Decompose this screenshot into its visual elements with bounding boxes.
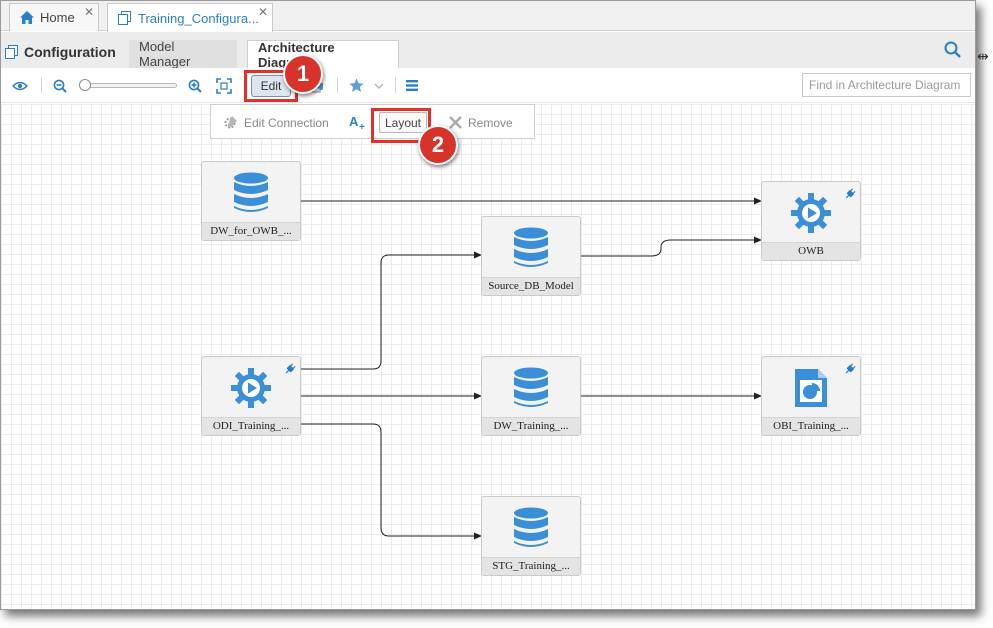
node-label: Source_DB_Model bbox=[482, 277, 580, 295]
resize-cursor-icon: ⇹ bbox=[977, 49, 989, 65]
database-icon bbox=[202, 172, 300, 214]
database-icon bbox=[482, 507, 580, 549]
node-label: STG_Training_... bbox=[482, 557, 580, 575]
zoom-in-icon[interactable] bbox=[185, 68, 205, 103]
callout-badge-2: 2 bbox=[418, 125, 458, 165]
toolbar-divider bbox=[41, 77, 42, 93]
tab-home-label: Home bbox=[40, 10, 75, 25]
node-label: DW_Training_... bbox=[482, 417, 580, 435]
node-label: DW_for_OWB_... bbox=[202, 222, 300, 240]
list-menu-icon[interactable] bbox=[403, 68, 421, 103]
remove-x-icon bbox=[449, 116, 462, 129]
edit-connection-button[interactable]: Edit Connection bbox=[223, 105, 329, 140]
database-icon bbox=[482, 367, 580, 409]
svg-text:A: A bbox=[349, 115, 359, 129]
toolbar-divider bbox=[337, 77, 338, 93]
diagram-node-source-db-model[interactable]: Source_DB_Model bbox=[481, 216, 581, 296]
diagram-node-dw-for-owb[interactable]: DW_for_OWB_... bbox=[201, 161, 301, 241]
database-icon bbox=[482, 227, 580, 269]
diagram-node-odi-training[interactable]: ODI_Training_... bbox=[201, 356, 301, 436]
star-icon[interactable] bbox=[346, 68, 366, 103]
diagram-node-owb[interactable]: OWB bbox=[761, 181, 861, 261]
configuration-title-label: Configuration bbox=[24, 44, 116, 60]
plug-icon bbox=[844, 187, 856, 205]
callout-badge-1: 1 bbox=[283, 54, 323, 94]
diagram-node-stg-training[interactable]: STG_Training_... bbox=[481, 496, 581, 576]
gear-play-icon bbox=[202, 367, 300, 409]
diagram-node-dw-training[interactable]: DW_Training_... bbox=[481, 356, 581, 436]
zoom-slider-handle[interactable] bbox=[79, 79, 91, 91]
tab-home[interactable]: Home ✕ bbox=[9, 3, 99, 31]
diagram-toolbar: Edit bbox=[1, 68, 975, 103]
search-icon[interactable] bbox=[944, 41, 961, 63]
find-in-diagram-input[interactable] bbox=[802, 73, 971, 97]
document-copy-icon bbox=[118, 11, 132, 25]
tab-bar: Home ✕ Training_Configura... ✕ bbox=[1, 1, 975, 32]
fit-to-screen-icon[interactable] bbox=[213, 68, 235, 103]
eye-icon[interactable] bbox=[9, 68, 31, 103]
home-icon bbox=[20, 11, 34, 24]
tab-training-configuration[interactable]: Training_Configura... ✕ bbox=[107, 3, 273, 32]
node-label: OWB bbox=[762, 242, 860, 260]
toolbar-divider bbox=[395, 77, 396, 93]
document-copy-icon bbox=[5, 45, 19, 59]
chevron-down-icon[interactable] bbox=[371, 68, 387, 103]
edit-connection-label: Edit Connection bbox=[244, 115, 329, 130]
remove-button[interactable]: Remove bbox=[449, 105, 513, 140]
node-label: OBI_Training_... bbox=[762, 417, 860, 435]
zoom-slider[interactable] bbox=[81, 83, 177, 88]
tab-training-label: Training_Configura... bbox=[138, 10, 259, 26]
remove-label: Remove bbox=[468, 115, 513, 130]
svg-text:+: + bbox=[359, 122, 365, 131]
sub-navigation: Configuration Model Manager Architecture… bbox=[1, 32, 975, 70]
plug-icon bbox=[284, 362, 296, 380]
close-icon[interactable]: ✕ bbox=[257, 5, 268, 19]
tab-model-manager[interactable]: Model Manager bbox=[129, 39, 237, 69]
app-window: Home ✕ Training_Configura... ✕ Configura… bbox=[0, 0, 976, 610]
report-chart-icon bbox=[762, 367, 860, 409]
node-label: ODI_Training_... bbox=[202, 417, 300, 435]
zoom-out-icon[interactable] bbox=[50, 68, 70, 103]
tab-architecture-diagram[interactable]: Architecture Diagram bbox=[247, 40, 399, 70]
diagram-node-obi-training[interactable]: OBI_Training_... bbox=[761, 356, 861, 436]
close-icon[interactable]: ✕ bbox=[83, 5, 94, 19]
configuration-title: Configuration bbox=[5, 44, 116, 60]
add-text-button[interactable]: A+ bbox=[349, 105, 373, 140]
gear-play-icon bbox=[762, 192, 860, 234]
edit-connection-icon bbox=[223, 115, 238, 130]
plug-icon bbox=[844, 362, 856, 380]
layout-button[interactable]: Layout bbox=[379, 112, 427, 133]
text-add-icon: A+ bbox=[349, 115, 367, 131]
